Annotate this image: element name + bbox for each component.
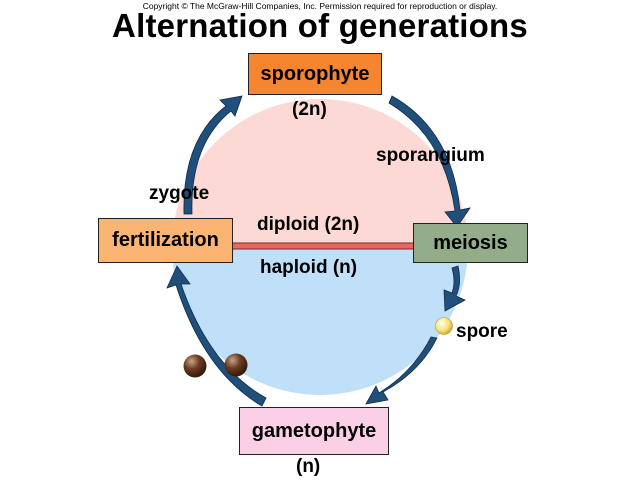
arrow-sporophyte-to-meiosis [388, 95, 471, 228]
diploid-haploid-divider [231, 242, 416, 250]
gamete-icon [224, 353, 248, 377]
arrow-zygote-to-sporophyte [183, 95, 243, 215]
spore-label: spore [456, 321, 508, 342]
gamete-icon [183, 354, 207, 378]
copyright-notice: Copyright © The McGraw-Hill Companies, I… [142, 1, 498, 11]
arrow-spore-to-gametophyte [365, 336, 438, 405]
sporophyte-box: sporophyte [248, 53, 382, 95]
gametophyte-box: gametophyte [239, 407, 389, 455]
diploid-region [172, 99, 468, 247]
diagram-title: Alternation of generations [112, 7, 528, 44]
haploid-label: haploid (n) [260, 257, 358, 278]
haploid-region [172, 247, 468, 395]
arrow-meiosis-to-spore [443, 265, 466, 312]
sporophyte-ploidy-label: (2n) [292, 99, 327, 120]
fertilization-box: fertilization [98, 218, 233, 263]
sporangium-label: sporangium [376, 145, 485, 166]
zygote-label: zygote [149, 183, 210, 204]
spore-icon [435, 317, 453, 335]
meiosis-box: meiosis [413, 223, 528, 263]
diploid-label: diploid (2n) [257, 214, 360, 235]
gametophyte-ploidy-label: (n) [296, 456, 321, 477]
